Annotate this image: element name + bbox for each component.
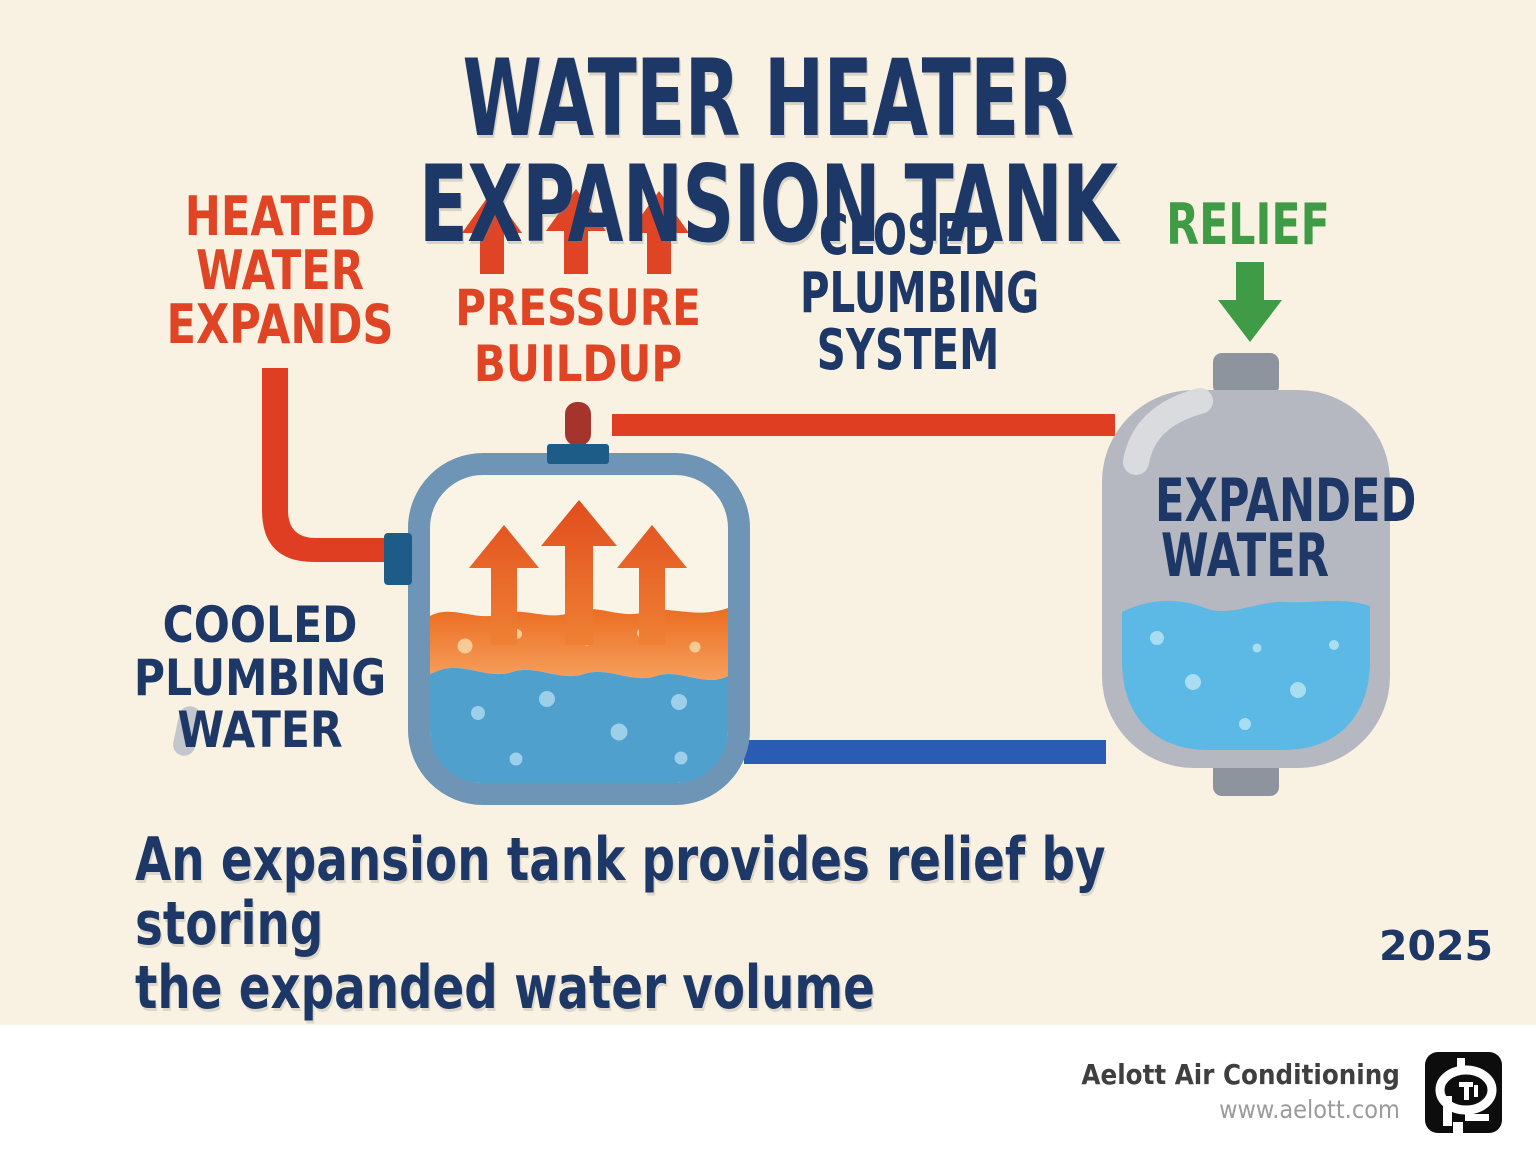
expansion-tank-water (1122, 600, 1370, 750)
expansion-tank-bottom-nipple (1213, 760, 1279, 796)
gray-pill-artifact (173, 706, 201, 756)
cold-return-pipe (744, 740, 1106, 764)
expansion-tank (1102, 353, 1390, 796)
footer-website: www.aelott.com (1219, 1095, 1400, 1124)
label-relief: RELIEF (1166, 192, 1330, 258)
caption-text: An expansion tank provides relief by sto… (135, 825, 1106, 1024)
label-cooled-plumbing-water: COOLED PLUMBING WATER (133, 596, 387, 759)
pressure-up-arrows-icon (462, 189, 689, 274)
tank-cool-water (430, 667, 728, 783)
year-label: 2025 (1378, 922, 1494, 970)
company-logo-icon (1425, 1052, 1502, 1133)
expansion-tank-top-nipple (1213, 353, 1279, 395)
hot-inlet-pipe (262, 368, 400, 562)
cool-water-bubbles (471, 691, 688, 766)
expansion-tank-highlight (1123, 388, 1213, 475)
relief-down-arrow-icon (1218, 262, 1282, 342)
label-expanded-water: EXPANDED WATER (1155, 466, 1417, 592)
footer-company-name: Aelott Air Conditioning (1081, 1058, 1400, 1091)
tank-top-valve-base (547, 444, 609, 464)
label-pressure-buildup: PRESSURE BUILDUP (455, 279, 701, 393)
expansion-water-bubbles (1150, 631, 1339, 730)
label-heated-water-expands: HEATED WATER EXPANDS (166, 185, 394, 356)
tank-valve-stem (565, 402, 591, 446)
expansion-arrows-icon (469, 500, 687, 645)
page-title: WATER HEATER EXPANSION TANK (418, 37, 1118, 266)
hot-outlet-pipe (612, 414, 1115, 436)
tank-inlet-fitting (384, 533, 412, 585)
footer-bar: Aelott Air Conditioning www.aelott.com (0, 1025, 1536, 1154)
water-heater-tank (384, 402, 750, 805)
label-closed-plumbing-system: CLOSED PLUMBING SYSTEM (800, 203, 1040, 384)
